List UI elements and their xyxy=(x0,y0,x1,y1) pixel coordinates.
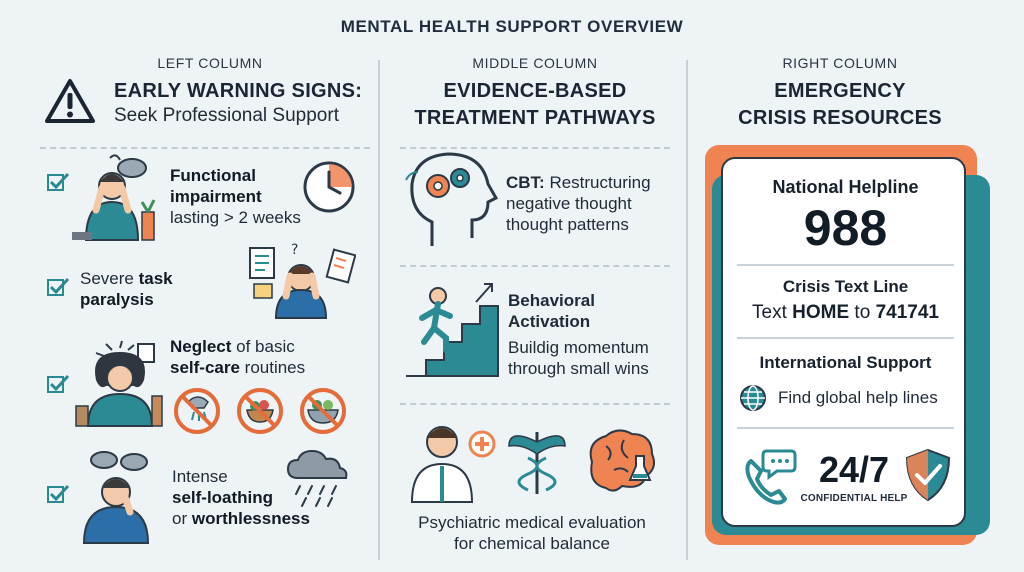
right-column-label: RIGHT COLUMN xyxy=(782,55,898,71)
left-heading-subtitle: Seek Professional Support xyxy=(114,105,339,126)
card-divider xyxy=(737,337,954,339)
middle-column-label: MIDDLE COLUMN xyxy=(472,55,598,71)
international-support-label: International Support xyxy=(759,353,932,372)
warning-item-1: Functional impairment lasting > 2 weeks xyxy=(170,166,301,227)
no-food-icon xyxy=(237,388,283,434)
cbt-text: CBT: Restructuring negative thought thou… xyxy=(506,173,651,234)
warning-icon xyxy=(45,79,95,123)
shield-check-icon xyxy=(905,448,951,502)
behavioral-activation-text: Behavioral Activation Buildig momentum t… xyxy=(508,291,649,378)
warning-item-4: Intense self-loathing or worthlessness xyxy=(172,467,310,528)
doctor-icon xyxy=(410,426,496,503)
left-column-label: LEFT COLUMN xyxy=(157,55,263,71)
card-divider xyxy=(737,427,954,429)
checkbox-icon xyxy=(47,374,69,393)
checkbox-icon xyxy=(47,277,69,296)
availability-label: 24/7 xyxy=(818,449,890,490)
brain-icon xyxy=(589,429,655,492)
crisis-text-instruction[interactable]: Text HOME to 741741 xyxy=(752,302,939,323)
crisis-resources-card: National Helpline 988 Crisis Text Line T… xyxy=(721,157,966,527)
climbing-stairs-icon xyxy=(406,283,499,377)
phone-chat-icon xyxy=(745,449,797,505)
page-title: MENTAL HEALTH SUPPORT OVERVIEW xyxy=(340,17,684,36)
svg-text:?: ? xyxy=(291,242,298,258)
disheveled-person-icon xyxy=(75,340,163,427)
card-divider xyxy=(737,264,954,266)
crisis-text-line-label: Crisis Text Line xyxy=(782,277,909,296)
overwhelmed-person-icon: ? xyxy=(249,242,356,319)
middle-separator xyxy=(400,147,670,149)
stressed-person-icon xyxy=(72,154,156,241)
middle-separator xyxy=(400,265,670,267)
sad-person-icon xyxy=(82,451,150,544)
middle-heading: EVIDENCE-BASED TREATMENT PATHWAYS xyxy=(414,80,656,129)
globe-icon xyxy=(740,385,766,411)
psychiatric-evaluation-text: Psychiatric medical evaluation for chemi… xyxy=(418,513,646,553)
helpline-number[interactable]: 988 xyxy=(803,200,888,256)
warning-item-3: Neglect of basic self-care routines xyxy=(170,337,306,377)
checkbox-icon xyxy=(47,172,69,191)
find-global-helplines-link[interactable]: Find global help lines xyxy=(778,388,938,407)
warning-item-2: Severe task paralysis xyxy=(80,269,173,309)
caduceus-icon xyxy=(508,432,566,494)
national-helpline-label: National Helpline xyxy=(772,177,919,197)
left-separator xyxy=(40,147,370,149)
right-heading: EMERGENCY CRISIS RESOURCES xyxy=(738,80,942,129)
no-shower-icon xyxy=(174,388,220,434)
brain-gears-icon xyxy=(405,152,499,246)
clock-icon xyxy=(303,161,355,213)
checkbox-icon xyxy=(47,484,69,503)
confidential-help-label: CONFIDENTIAL HELP xyxy=(800,493,908,504)
rain-cloud-icon xyxy=(286,450,348,507)
column-divider-left xyxy=(378,60,380,560)
column-divider-right xyxy=(686,60,688,560)
left-heading-title: EARLY WARNING SIGNS: xyxy=(114,80,363,102)
no-selfcare-icons xyxy=(174,388,346,434)
no-meal-icon xyxy=(300,388,346,434)
middle-separator xyxy=(400,403,670,405)
